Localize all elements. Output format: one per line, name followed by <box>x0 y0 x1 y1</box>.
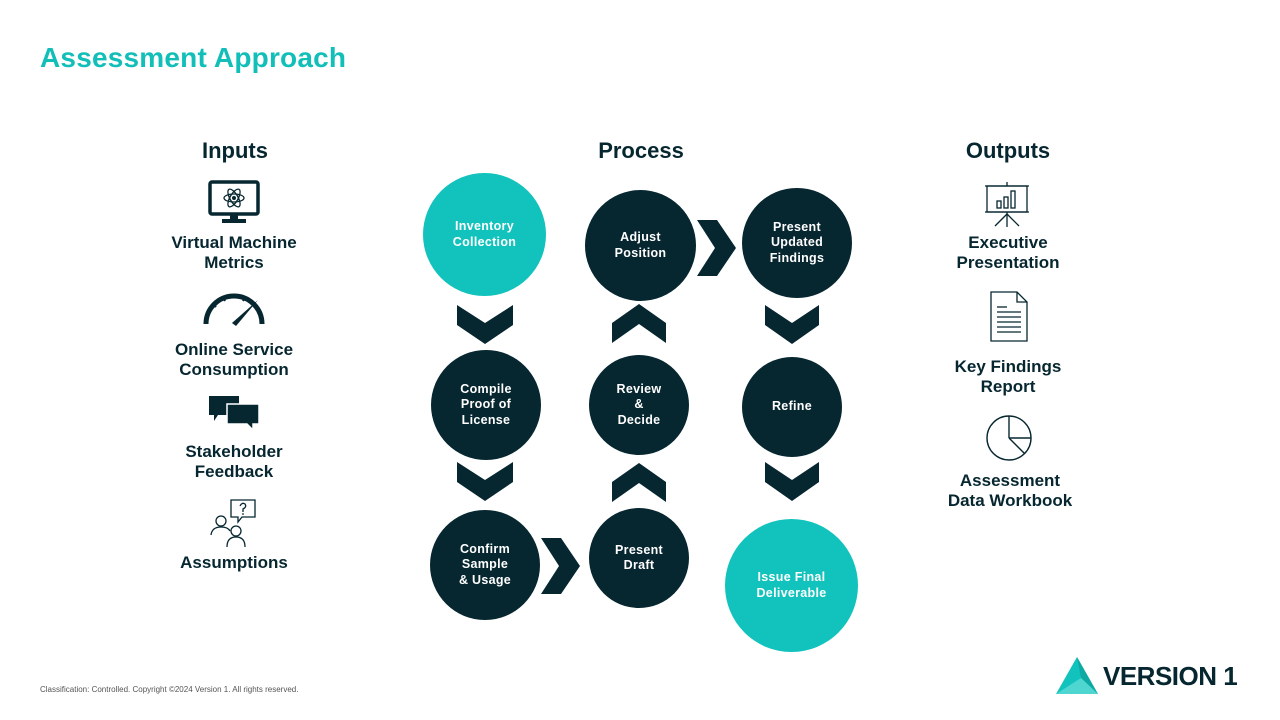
document-icon <box>990 291 1028 342</box>
input-label-vm-metrics: Virtual Machine Metrics <box>171 233 297 272</box>
input-label-assumptions: Assumptions <box>180 553 288 572</box>
process-step-issue-final-deliverable: Issue Final Deliverable <box>725 519 858 652</box>
logo-text: VERSION 1 <box>1103 660 1238 691</box>
process-step-present-draft: Present Draft <box>589 508 689 608</box>
outputs-heading: Outputs <box>965 138 1051 163</box>
chevron-up-icon <box>612 304 666 343</box>
speedometer-icon <box>203 293 265 326</box>
process-step-refine: Refine <box>742 357 842 457</box>
process-step-adjust-position: Adjust Position <box>585 190 696 301</box>
process-step-compile-proof: Compile Proof of License <box>431 350 541 460</box>
chevron-right-icon <box>541 538 580 594</box>
chevron-down-icon <box>765 462 819 501</box>
pie-chart-icon <box>986 415 1032 461</box>
people-question-icon <box>210 499 256 548</box>
page-title: Assessment Approach <box>40 42 347 73</box>
chevron-down-icon <box>457 305 513 344</box>
speech-bubbles-icon <box>209 396 260 431</box>
process-step-review-decide: Review & Decide <box>589 355 689 455</box>
input-label-online-service: Online Service Consumption <box>174 340 294 379</box>
triangle-logo-icon <box>1056 657 1098 694</box>
output-label-executive-presentation: Executive Presentation <box>956 233 1060 272</box>
chevron-right-icon <box>697 220 736 276</box>
inputs-heading: Inputs <box>202 138 268 163</box>
process-step-present-updated-findings: Present Updated Findings <box>742 188 852 298</box>
chevron-up-icon <box>612 463 666 502</box>
output-label-key-findings-report: Key Findings Report <box>954 357 1062 396</box>
chevron-down-icon <box>457 462 513 501</box>
input-label-stakeholder: Stakeholder Feedback <box>185 442 283 481</box>
chevron-down-icon <box>765 305 819 344</box>
output-label-assessment-data-workbook: Assessment Data Workbook <box>947 471 1073 510</box>
process-step-confirm-sample: Confirm Sample & Usage <box>430 510 540 620</box>
process-heading: Process <box>598 138 684 163</box>
presentation-board-icon <box>985 182 1029 227</box>
version1-logo: VERSION 1 <box>1055 656 1238 696</box>
monitor-atom-icon <box>208 180 260 223</box>
footer-copyright: Classification: Controlled. Copyright ©2… <box>40 685 299 694</box>
process-step-inventory-collection: Inventory Collection <box>423 173 546 296</box>
